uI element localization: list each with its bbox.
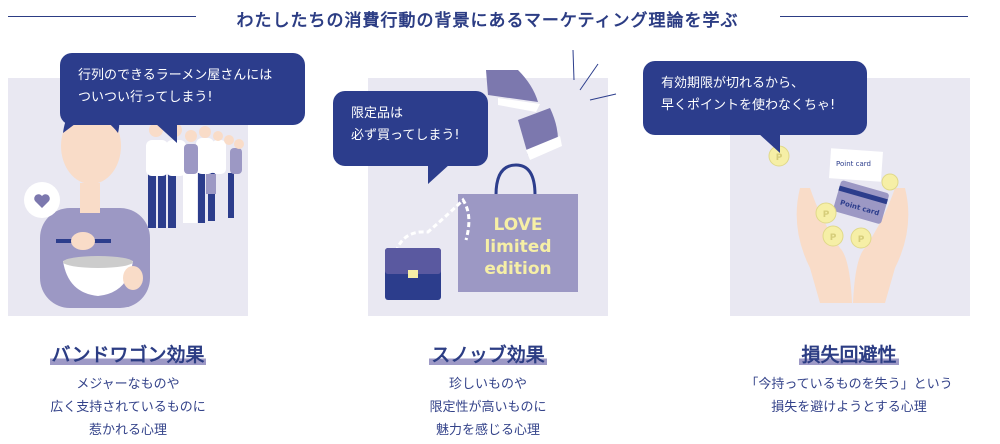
queue-people-icon [146,123,244,228]
bandwagon-caption: バンドワゴン効果 メジャーなものや 広く支持されているものに 惹かれる心理 [0,340,258,442]
loss-aversion-caption: 損失回避性 「今持っているものを失う」という 損失を避けようとする心理 [719,340,979,419]
desc-line: 損失を避けようとする心理 [771,400,927,415]
coin-label: P [858,235,865,245]
page-header: わたしたちの消費行動の背景にあるマーケティング理論を学ぶ [0,4,1000,31]
bandwagon-speech-bubble: 行列のできるラーメン屋さんには ついつい行ってしまう! [60,53,305,125]
coins-icon [768,145,899,249]
point-card-illustration: Point card Point card P P P P [768,145,909,303]
bubble-line: 必ず買ってしまう! [351,128,460,143]
bag-text: edition [484,259,551,279]
header-rule-left [8,16,196,17]
man-eating-ramen-icon [40,98,150,308]
card-label: Point card [836,160,871,168]
loss-aversion-description: 「今持っているものを失う」という 損失を避けようとする心理 [719,373,979,419]
desc-line: メジャーなものや [76,377,180,392]
bandwagon-description: メジャーなものや 広く支持されているものに 惹かれる心理 [0,373,258,442]
ramen-line-illustration [24,98,244,308]
sneakers-icon [486,49,617,160]
desc-line: 魅力を感じる心理 [435,423,540,438]
desc-line: 「今持っているものを失う」という [745,377,953,392]
page-title: わたしたちの消費行動の背景にあるマーケティング理論を学ぶ [236,11,739,31]
handbag-icon [385,197,471,300]
snob-title: スノッブ効果 [429,340,547,367]
hands-icon [796,188,909,303]
bubble-line: 行列のできるラーメン屋さんには [78,68,273,83]
bag-text: limited [484,237,551,257]
limited-edition-illustration: LOVE limited edition [385,49,617,300]
snob-caption: スノッブ効果 珍しいものや 限定性が高いものに 魅力を感じる心理 [358,340,618,442]
coin-label: P [823,210,830,220]
bubble-line: 有効期限が切れるから、 [661,76,805,91]
desc-line: 珍しいものや [448,377,527,392]
loss-aversion-speech-bubble: 有効期限が切れるから、 早くポイントを使わなくちゃ! [643,61,867,135]
bubble-line: 早くポイントを使わなくちゃ! [661,98,836,113]
shopping-bag-icon: LOVE limited edition [458,163,578,292]
coin-label: P [776,153,783,163]
snob-description: 珍しいものや 限定性が高いものに 魅力を感じる心理 [358,373,618,442]
bubble-line: ついつい行ってしまう! [78,90,213,105]
bubble-line: 限定品は [351,106,404,121]
bag-text: LOVE [494,215,543,235]
desc-line: 限定性が高いものに [429,400,547,415]
header-rule-right [780,16,968,17]
loss-aversion-title: 損失回避性 [799,340,899,367]
bandwagon-title: バンドワゴン効果 [49,340,207,367]
desc-line: 惹かれる心理 [88,423,167,438]
desc-line: 広く支持されているものに [50,400,206,415]
coin-label: P [830,233,837,243]
point-card-icon: Point card Point card [829,148,889,224]
heart-icon [24,182,60,218]
snob-speech-bubble: 限定品は 必ず買ってしまう! [333,91,488,166]
